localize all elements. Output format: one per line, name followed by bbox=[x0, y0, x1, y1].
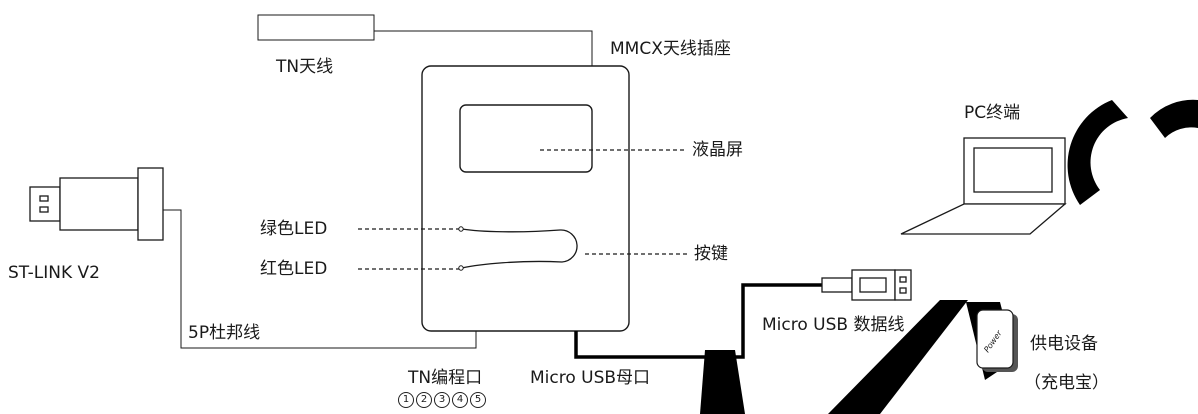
watermark-stroke-k-diag bbox=[828, 300, 968, 414]
usb-plug-window bbox=[859, 277, 887, 293]
usb-plug-hole-top bbox=[899, 276, 907, 283]
pin-number-1: 1 bbox=[398, 392, 414, 408]
pin-number-3: 3 bbox=[434, 392, 450, 408]
micro-usb-cable-label: Micro USB 数据线 bbox=[762, 315, 905, 335]
button-capsule bbox=[461, 228, 578, 269]
green-led-label: 绿色LED bbox=[260, 219, 328, 239]
laptop-keyboard-base bbox=[900, 203, 1067, 235]
usb-plug bbox=[821, 269, 912, 301]
pc-laptop-icon bbox=[900, 137, 1067, 235]
dupont-cable bbox=[163, 209, 477, 349]
pin-number-4: 4 bbox=[452, 392, 468, 408]
st-link-usb-plug bbox=[29, 186, 61, 222]
antenna-cable bbox=[374, 30, 593, 66]
st-link-label: ST-LINK V2 bbox=[8, 263, 100, 283]
watermark bbox=[700, 99, 1198, 414]
power-bank-icon: Power bbox=[976, 309, 1018, 372]
watermark-stroke-k-left bbox=[700, 350, 745, 414]
st-link-dongle bbox=[29, 167, 164, 241]
st-link-body bbox=[59, 177, 139, 231]
pc-terminal-label: PC终端 bbox=[964, 103, 1021, 123]
power-bank-body bbox=[976, 309, 1014, 369]
usb-plug-neck bbox=[821, 277, 853, 293]
laptop-screen-inner bbox=[973, 147, 1053, 193]
watermark-c-upper bbox=[1067, 100, 1128, 205]
power-bank-label: （充电宝） bbox=[1024, 373, 1109, 393]
tn-prog-port-label: TN编程口 bbox=[408, 368, 483, 388]
st-link-usb-hole-bottom bbox=[39, 206, 49, 213]
st-link-usb-hole-top bbox=[39, 195, 49, 202]
power-device-label: 供电设备 bbox=[1030, 334, 1098, 354]
pin-number-row: 1 2 3 4 5 bbox=[398, 392, 486, 408]
pin-number-2: 2 bbox=[416, 392, 432, 408]
green-led bbox=[458, 226, 464, 232]
micro-usb-cable bbox=[574, 283, 822, 359]
lcd-label: 液晶屏 bbox=[692, 140, 743, 160]
tn-antenna-label: TN天线 bbox=[276, 57, 334, 77]
dupont-label: 5P杜邦线 bbox=[188, 323, 261, 343]
tn-antenna bbox=[257, 14, 375, 41]
mmcx-socket-label: MMCX天线插座 bbox=[610, 39, 731, 59]
usb-plug-hole-bottom bbox=[899, 287, 907, 294]
red-led-label: 红色LED bbox=[260, 259, 328, 279]
red-led bbox=[458, 265, 464, 271]
leader-lines bbox=[358, 149, 688, 270]
st-link-head bbox=[137, 167, 164, 241]
button-label: 按键 bbox=[694, 244, 728, 264]
watermark-c-right bbox=[1150, 99, 1198, 138]
usb-plug-connector bbox=[894, 269, 912, 301]
lcd-screen bbox=[459, 104, 593, 173]
pin-number-5: 5 bbox=[470, 392, 486, 408]
micro-usb-female-label: Micro USB母口 bbox=[530, 368, 651, 388]
